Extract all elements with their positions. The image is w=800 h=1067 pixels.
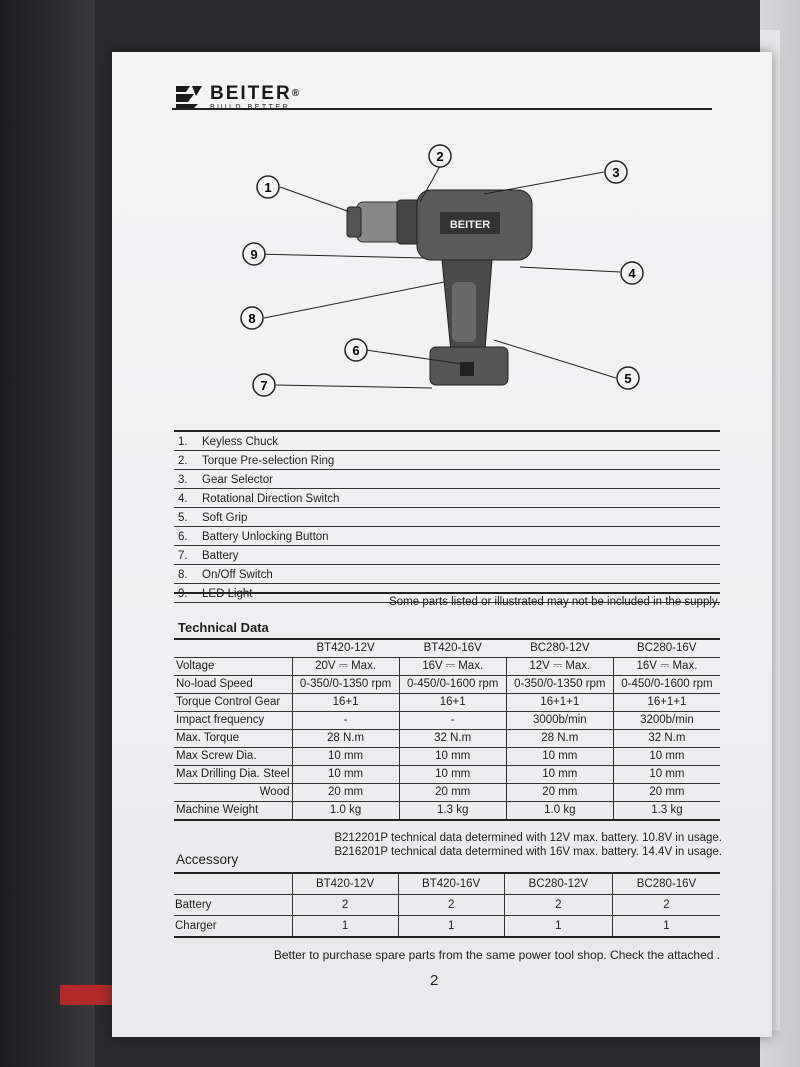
svg-text:5: 5 bbox=[624, 371, 631, 386]
svg-text:8: 8 bbox=[248, 311, 255, 326]
model-header: BC280-16V bbox=[613, 638, 720, 658]
spare-parts-advice: Better to purchase spare parts from the … bbox=[273, 948, 721, 962]
part-row: 9.LED Light bbox=[174, 584, 720, 603]
table-header-row: BT420-12V BT420-16V BC280-12V BC280-16V bbox=[174, 638, 720, 658]
callout-6: 6 bbox=[344, 338, 368, 362]
part-row: 3.Gear Selector bbox=[174, 470, 720, 489]
callout-1: 1 bbox=[256, 175, 280, 199]
brand-logo: BEITER® BUILD BETTER bbox=[174, 82, 301, 112]
parts-note: Some parts listed or illustrated may not… bbox=[389, 596, 720, 608]
callout-7: 7 bbox=[252, 373, 276, 397]
svg-text:6: 6 bbox=[352, 343, 359, 358]
svg-text:7: 7 bbox=[260, 378, 267, 393]
part-row: 6.Battery Unlocking Button bbox=[174, 527, 720, 546]
callout-2: 2 bbox=[428, 144, 452, 168]
table-header-row: BT420-12V BT420-16V BC280-12V BC280-16V bbox=[174, 872, 720, 895]
technical-footnote: B212201P technical data determined with … bbox=[334, 832, 722, 844]
callout-9: 9 bbox=[242, 242, 266, 266]
part-row: 4.Rotational Direction Switch bbox=[174, 489, 720, 508]
part-row: 2.Torque Pre-selection Ring bbox=[174, 451, 720, 470]
red-object-edge bbox=[60, 985, 120, 1005]
drill-body-label: BEITER bbox=[450, 219, 490, 231]
accessory-table: BT420-12V BT420-16V BC280-12V BC280-16V … bbox=[174, 872, 720, 938]
svg-text:4: 4 bbox=[628, 266, 636, 281]
callout-5: 5 bbox=[616, 366, 640, 390]
part-row: 8.On/Off Switch bbox=[174, 565, 720, 584]
technical-footnote: B216201P technical data determined with … bbox=[334, 846, 722, 858]
model-header: BT420-12V bbox=[292, 638, 400, 658]
part-row: 5.Soft Grip bbox=[174, 508, 720, 527]
callout-4: 4 bbox=[620, 261, 644, 285]
brand-name: BEITER® bbox=[210, 82, 302, 104]
accessory-title: Accessory bbox=[176, 852, 239, 867]
callout-8: 8 bbox=[240, 306, 264, 330]
header-rule bbox=[172, 108, 712, 110]
drill-illustration: BEITER bbox=[346, 189, 533, 386]
svg-text:2: 2 bbox=[436, 149, 443, 164]
svg-text:3: 3 bbox=[612, 165, 619, 180]
table-row: Voltage 20V ⎓ Max.16V ⎓ Max.12V ⎓ Max.16… bbox=[174, 657, 720, 676]
technical-data-table: BT420-12V BT420-16V BC280-12V BC280-16V … bbox=[174, 638, 720, 821]
model-header: BC280-12V bbox=[506, 638, 614, 658]
manual-page: BEITER® BUILD BETTER BEITER bbox=[112, 52, 772, 1037]
model-header: BC280-12V bbox=[503, 872, 613, 895]
model-header: BT420-16V bbox=[397, 872, 505, 895]
model-header: BC280-16V bbox=[612, 872, 720, 895]
svg-text:1: 1 bbox=[264, 180, 271, 195]
part-row: 1.Keyless Chuck bbox=[174, 430, 720, 451]
model-header: BT420-16V bbox=[399, 638, 507, 658]
brand-tagline: BUILD BETTER bbox=[210, 103, 291, 111]
svg-text:9: 9 bbox=[250, 247, 257, 262]
parts-list: 1.Keyless Chuck 2.Torque Pre-selection R… bbox=[174, 430, 720, 603]
part-row: 7.Battery bbox=[174, 546, 720, 565]
page-number: 2 bbox=[430, 972, 439, 989]
drill-diagram: BEITER 1 2 3 4 5 6 7 8 9 bbox=[240, 144, 644, 397]
callout-3: 3 bbox=[604, 160, 628, 184]
desk-background-left bbox=[0, 0, 95, 1067]
technical-data-title: Technical Data bbox=[178, 620, 269, 635]
model-header: BT420-12V bbox=[291, 872, 399, 895]
parts-bottom-rule bbox=[174, 592, 720, 594]
